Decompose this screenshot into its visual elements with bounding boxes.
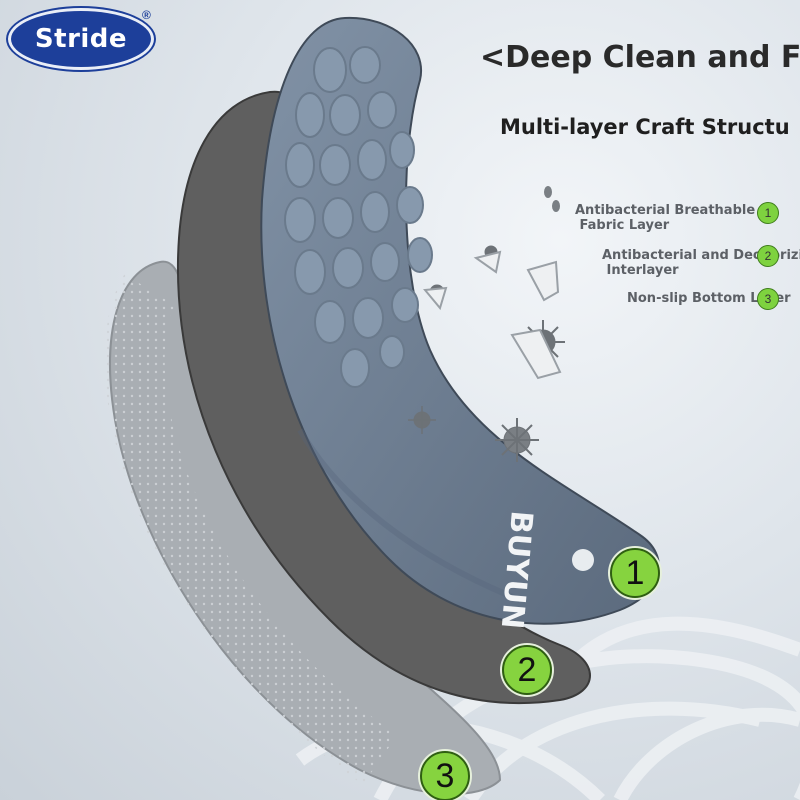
footprint-icon [544, 186, 560, 212]
layer-1-badge: 1 [610, 548, 660, 598]
layer-2-label: Antibacterial and Deodorizi Interlayer [602, 248, 800, 278]
layer-1-label: Antibacterial Breathable Fabric Layer [575, 203, 756, 233]
headline: <Deep Clean and Fre [480, 40, 800, 75]
layer-1-marker: 1 [757, 202, 779, 224]
registered-mark: ® [142, 8, 151, 22]
fabric-shard-icon [423, 250, 562, 380]
layer-3-marker: 3 [757, 288, 779, 310]
layer-3-badge: 3 [420, 751, 470, 800]
layer-2-marker: 2 [757, 245, 779, 267]
layer-2-badge: 2 [502, 645, 552, 695]
brand-name: Stride [34, 24, 128, 54]
brand-logo: Stride [8, 8, 154, 70]
subheadline: Multi-layer Craft Structu [500, 115, 790, 139]
massage-bumps [284, 46, 433, 388]
